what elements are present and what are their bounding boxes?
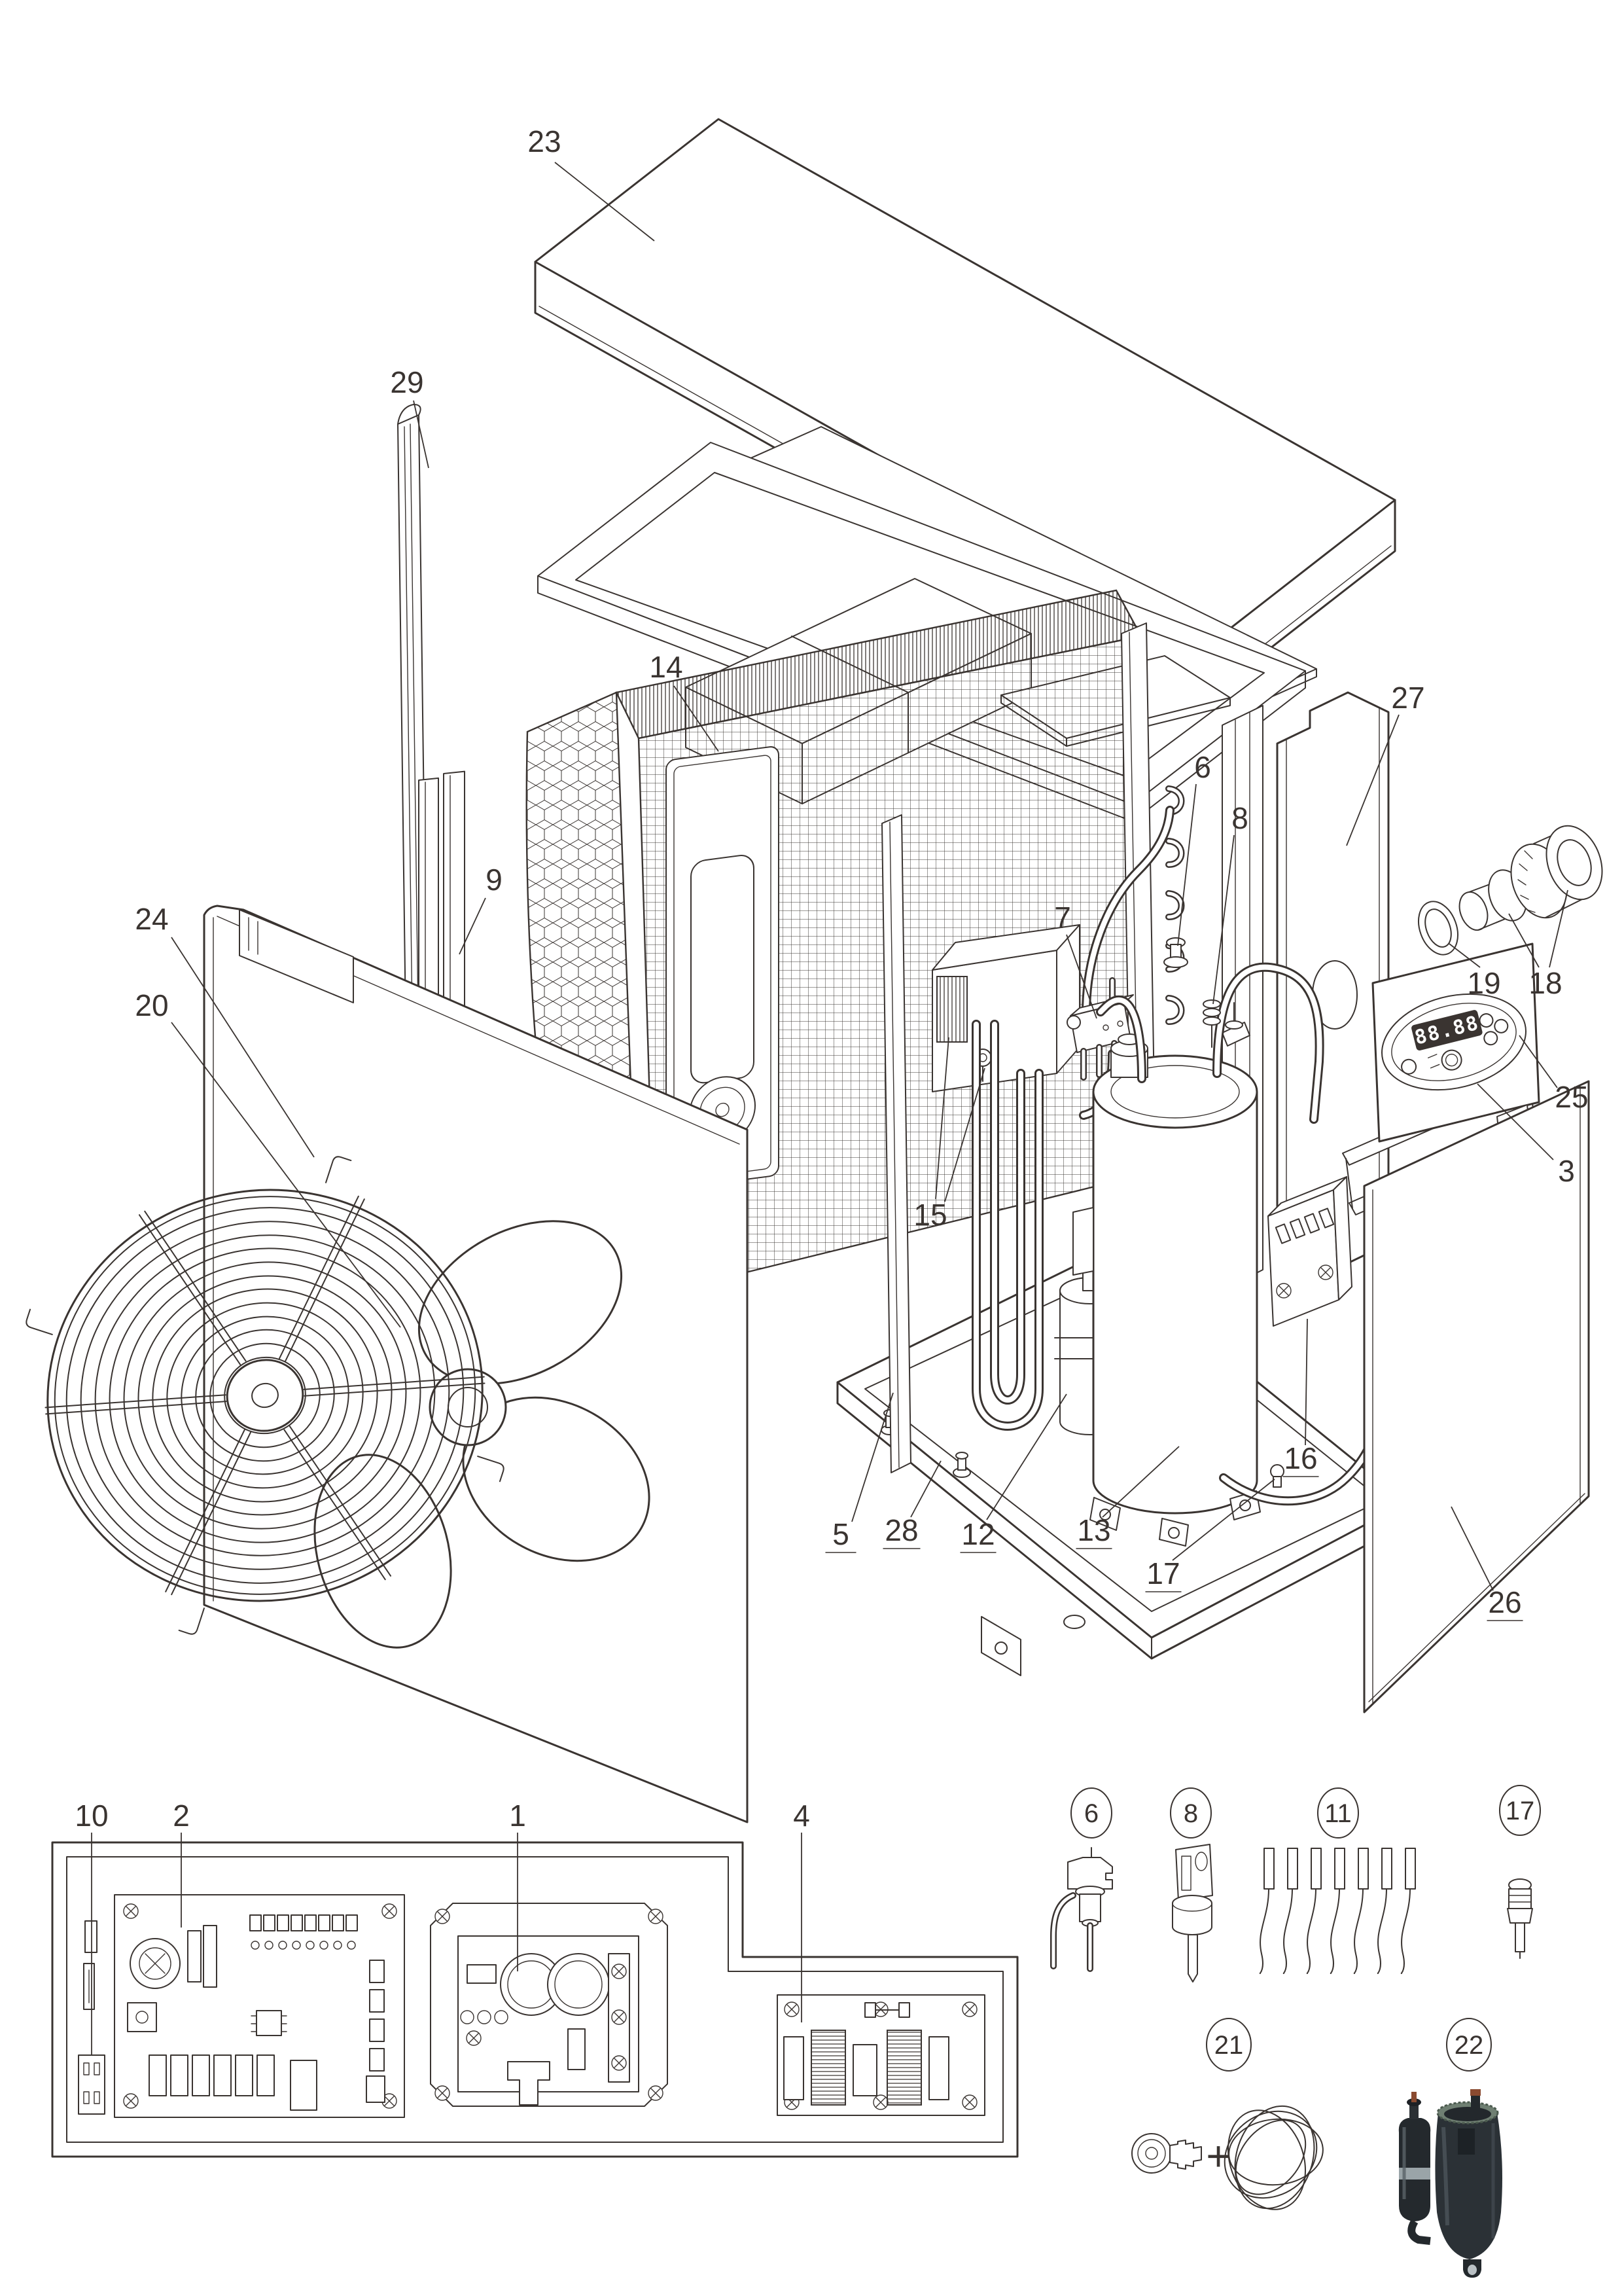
circled-callouts: 6 8 11 17 21 22 [1070,1785,1541,2072]
circled-22: 22 [1446,2018,1492,2072]
leader-lines [91,162,1568,2055]
circled-17: 17 [1499,1785,1541,1836]
down-button[interactable] [1483,1030,1498,1046]
callout-23: 23 [527,124,561,158]
spare-part-expansion-valve [1050,1847,1113,1972]
callout-14: 14 [649,650,682,684]
fan-motor-bracket [631,746,779,1190]
pcb-relays [149,2054,275,2096]
plus-sign: + [1206,2132,1230,2179]
callout-9: 9 [485,863,503,897]
svg-text:17: 17 [1506,1797,1535,1825]
union-gasket [1418,901,1458,956]
union-nut [1510,825,1603,919]
controller-display-panel: 88.88 [1371,942,1540,1143]
control-bracket-box [932,924,1080,1092]
aux-board [777,1994,985,2116]
callout-19: 19 [1467,966,1500,1000]
callout-3: 3 [1558,1154,1575,1188]
power-module [430,1903,668,2107]
pcb-mcu-chip [256,2010,282,2036]
photo-accumulator [1398,2092,1431,2245]
spare-part-sensor-pocket [1172,1844,1213,1982]
electrical-box [51,1841,1019,2158]
controller-lcd [1411,1010,1483,1050]
mounting-bolt [953,1452,971,1478]
drain-hose-coil [1224,2105,1324,2210]
water-union-exploded [1418,825,1603,956]
callout-27: 27 [1391,681,1424,715]
current-transformer [547,1953,610,2016]
module-connector [507,2061,550,2106]
callout-17: 17 [1146,1556,1180,1590]
compressor [1072,1002,1261,1547]
pcb-terminal-strip [249,1914,358,1950]
drain-hole [1063,1615,1086,1629]
right-side-panel [1363,1080,1590,1713]
svg-text:21: 21 [1214,2031,1244,2060]
callout-16: 16 [1284,1441,1317,1475]
compressor-feet [1089,1490,1261,1547]
callout-10: 10 [75,1799,108,1833]
callout-15: 15 [913,1198,947,1232]
svg-text:8: 8 [1184,1799,1198,1828]
drain-elbow [1131,2133,1202,2174]
callout-1: 1 [509,1799,526,1833]
circled-6: 6 [1070,1787,1112,1839]
sensor-well [1203,999,1221,1048]
callout-6: 6 [1194,750,1211,784]
fuse [864,2002,910,2018]
callout-7: 7 [1054,901,1071,935]
callout-13: 13 [1077,1513,1110,1547]
svg-text:11: 11 [1324,1799,1352,1828]
callout-25: 25 [1555,1080,1588,1114]
svg-text:6: 6 [1084,1799,1099,1828]
callout-20: 20 [135,988,168,1022]
power-button[interactable] [1439,1048,1463,1071]
callout-4: 4 [793,1799,810,1833]
fan-guard [26,1156,504,1635]
callout-26: 26 [1488,1585,1521,1619]
svg-text:22: 22 [1455,2031,1484,2060]
terminal-block [1267,1176,1352,1327]
circled-21: 21 [1206,2018,1252,2072]
compressor-terminal-box [1072,1207,1094,1276]
callout-29: 29 [390,365,423,399]
circled-11: 11 [1317,1787,1359,1839]
divider-panel [881,814,911,1473]
callout-2: 2 [173,1799,190,1833]
compressor-photo [1398,2089,1502,2278]
callout-18: 18 [1528,966,1562,1000]
callout-labels: 23 29 14 9 24 20 27 6 8 7 19 18 25 3 15 … [75,124,1588,1833]
callout-28: 28 [885,1513,918,1547]
discharge-port [1222,1002,1250,1047]
spare-part-valve-core [1507,1878,1533,1959]
service-valve [1270,1464,1284,1488]
callout-12: 12 [961,1517,995,1551]
power-terminal [78,2054,105,2115]
main-pcb [83,1894,405,2118]
drain-kit: + [1131,2105,1324,2210]
guard-mount-hooks [26,1156,504,1635]
heatsink [811,2030,846,2106]
callout-8: 8 [1231,801,1248,835]
transformer-coil [936,976,968,1043]
circled-8: 8 [1170,1787,1212,1839]
up-button[interactable] [1478,1013,1494,1028]
callout-24: 24 [135,902,168,936]
spare-part-sensor-wires [1259,1848,1416,1975]
fan-button[interactable] [1493,1018,1509,1034]
mode-button[interactable] [1400,1058,1418,1075]
guard-spokes [44,1195,485,1596]
coil-temp-sensor [1163,937,1188,968]
pan-foot-bracket [981,1616,1021,1676]
callout-5: 5 [832,1517,849,1551]
heatsink [887,2030,922,2106]
